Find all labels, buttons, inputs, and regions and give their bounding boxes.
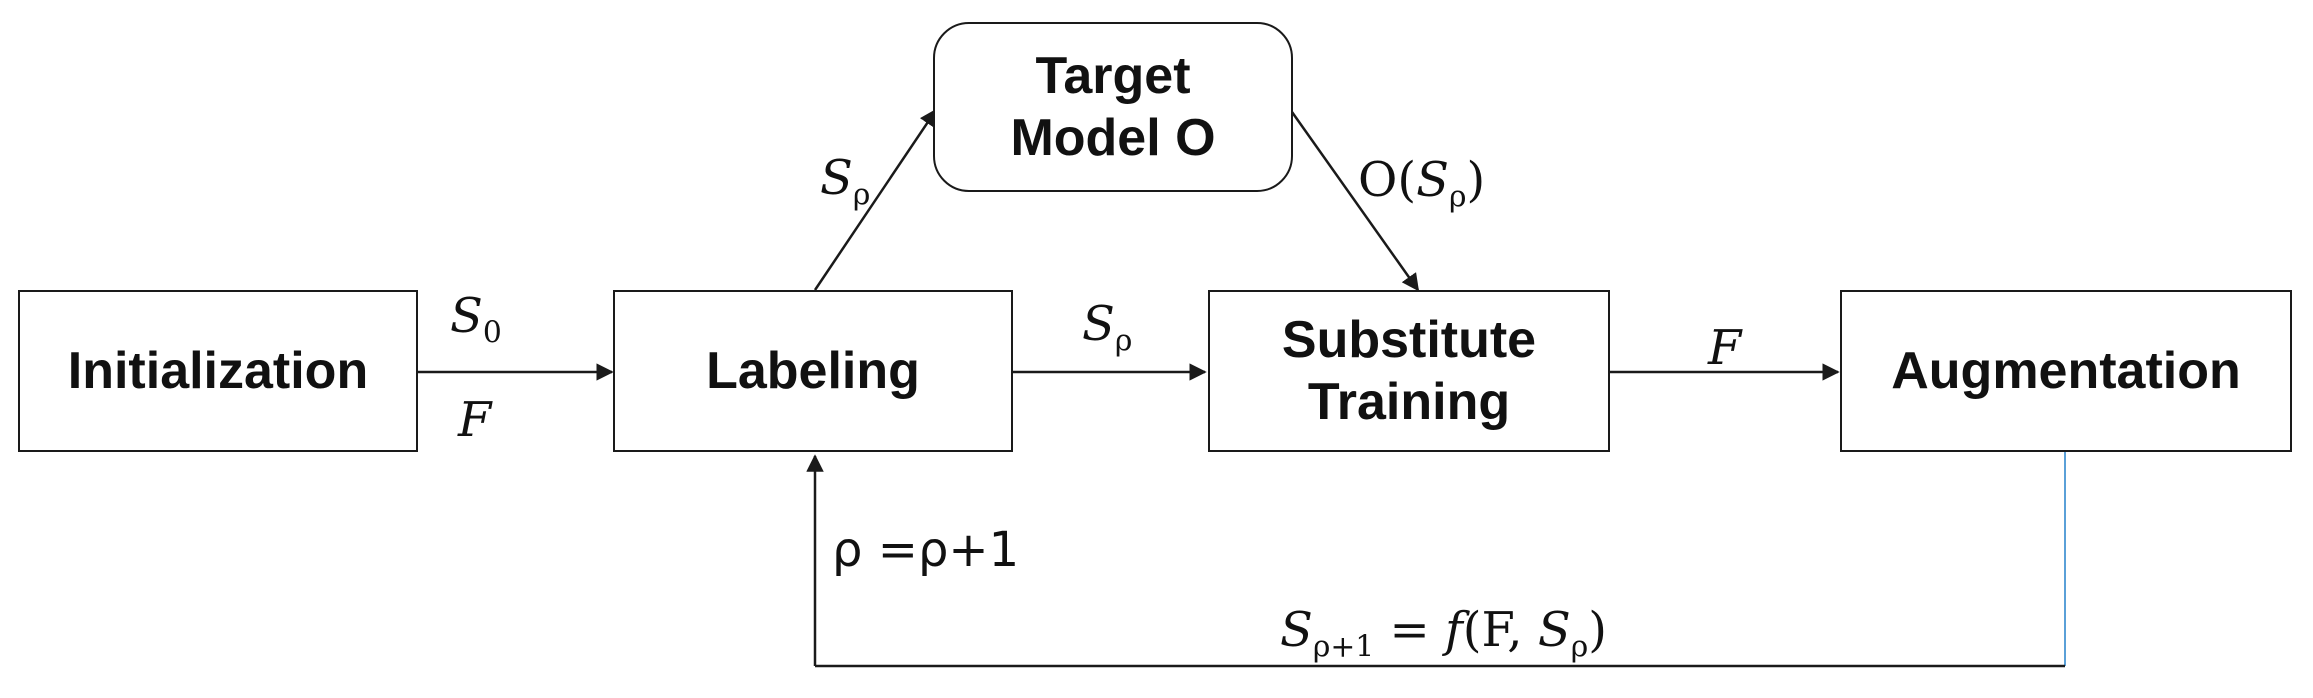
node-target-model-line1: Target [1035, 46, 1191, 105]
node-target-model-line2: Model O [1010, 109, 1216, 167]
node-labeling-label: Labeling [706, 341, 920, 400]
node-target-model: Target Model O [933, 22, 1293, 192]
edge-label-o-s-rho: O(Sρ) [1358, 152, 1486, 215]
node-augmentation-label: Augmentation [1891, 341, 2241, 400]
edge-label-s-rho-up: Sρ [820, 150, 871, 213]
edge-target-to-substitute [1290, 111, 1420, 292]
node-augmentation: Augmentation [1840, 290, 2292, 452]
edge-labeling-to-target [813, 108, 938, 291]
node-labeling: Labeling [613, 290, 1013, 452]
edge-label-f-sub: F [1708, 320, 1742, 376]
node-initialization-label: Initialization [67, 341, 369, 400]
node-substitute-line1: Substitute [1281, 310, 1537, 369]
edge-label-s0: S0 [450, 288, 502, 351]
loop-formula-label: Sρ+1 = f(F, Sρ) [1280, 602, 1607, 665]
edge-label-f-init: F [458, 392, 492, 448]
node-substitute-line2: Training [1307, 373, 1511, 431]
node-substitute-training: Substitute Training [1208, 290, 1610, 452]
edge-label-s-rho-mid: Sρ [1082, 296, 1133, 359]
loop-update-label: ρ =ρ+1 [832, 522, 1020, 578]
node-initialization: Initialization [18, 290, 418, 452]
